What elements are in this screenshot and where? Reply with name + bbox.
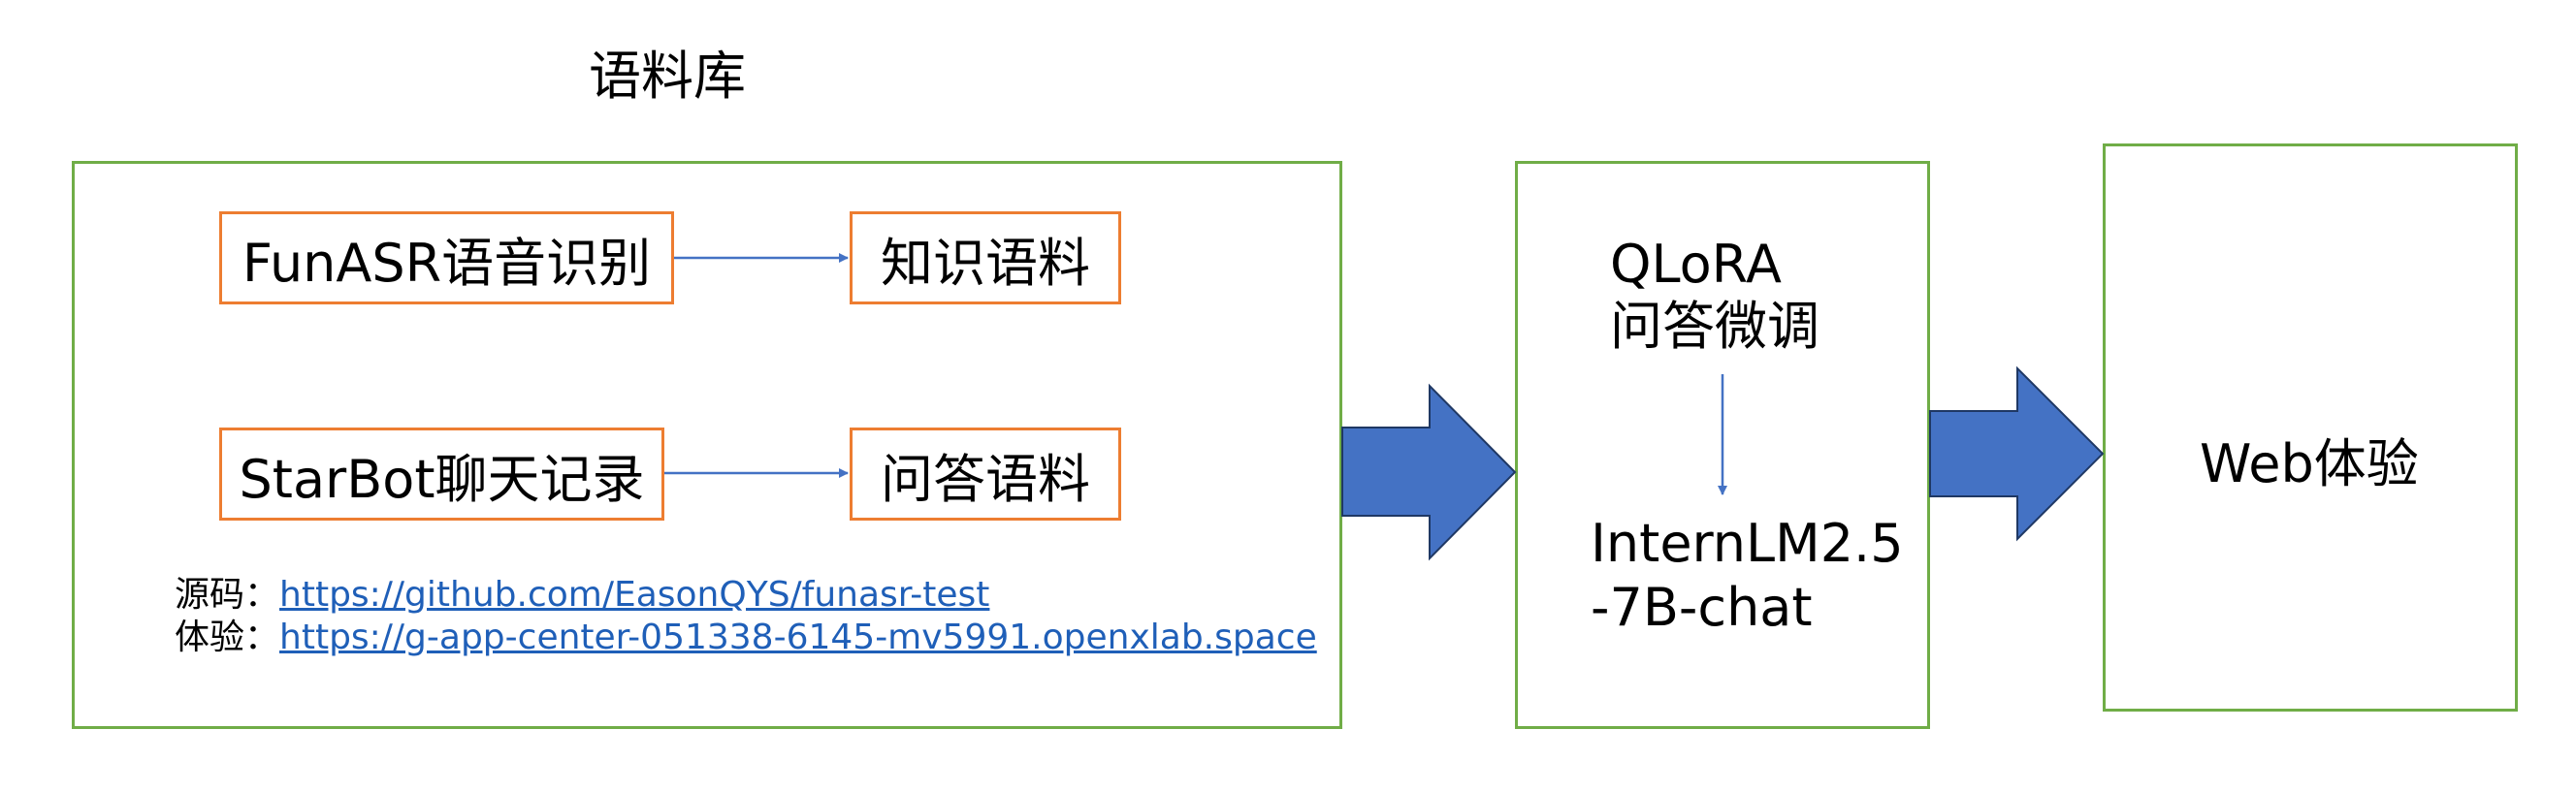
- source-link[interactable]: https://github.com/EasonQYS/funasr-test: [279, 575, 990, 615]
- starbot-box: StarBot聊天记录: [219, 428, 664, 521]
- asr-box: FunASR语音识别: [219, 211, 674, 304]
- demo-line: 体验：https://g-app-center-051338-6145-mv59…: [175, 617, 1317, 658]
- model-name-line2: -7B-chat: [1591, 577, 1813, 638]
- source-line: 源码：https://github.com/EasonQYS/funasr-te…: [175, 574, 989, 616]
- web-experience-label: Web体验: [2200, 433, 2419, 494]
- web-container: [2103, 143, 2518, 712]
- knowledge-corpus-label: 知识语料: [881, 232, 1090, 294]
- corpus-to-finetune-block-arrow: [1341, 383, 1517, 561]
- corpus-title: 语料库: [589, 46, 746, 107]
- model-name-line1: InternLM2.5: [1591, 513, 1904, 574]
- demo-label: 体验：: [175, 618, 280, 657]
- qa-corpus-box: 问答语料: [850, 428, 1121, 521]
- qa-finetune-label: 问答微调: [1610, 296, 1819, 357]
- qa-corpus-label: 问答语料: [881, 448, 1090, 510]
- starbot-box-label: StarBot聊天记录: [239, 448, 645, 510]
- qlora-label: QLoRA: [1610, 234, 1782, 295]
- knowledge-corpus-box: 知识语料: [850, 211, 1121, 304]
- finetune-to-web-block-arrow: [1929, 365, 2105, 542]
- asr-box-label: FunASR语音识别: [242, 232, 652, 294]
- source-label: 源码：: [175, 575, 280, 615]
- demo-link[interactable]: https://g-app-center-051338-6145-mv5991.…: [279, 618, 1317, 657]
